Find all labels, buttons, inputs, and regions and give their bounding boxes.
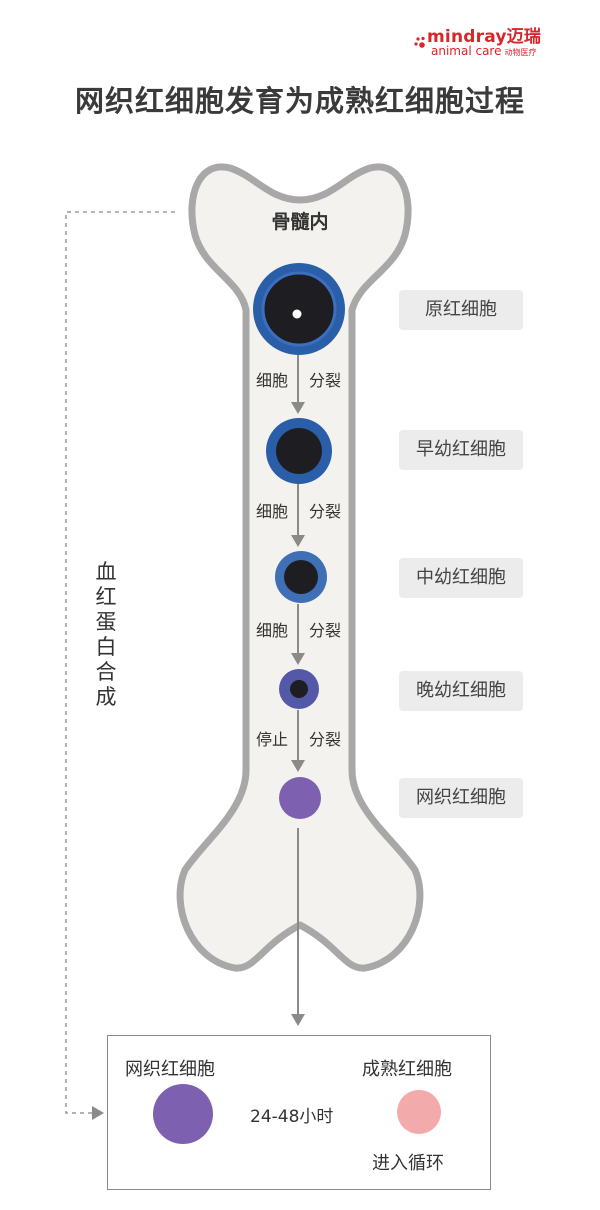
arrow-1 (291, 350, 305, 414)
circulation-box (107, 1035, 491, 1190)
box-mature-rbc-label: 成熟红细胞 (362, 1059, 452, 1080)
transition-4-right: 分裂 (309, 730, 342, 749)
box-mature-rbc-circle (397, 1090, 441, 1134)
cell-early-erythroblast (266, 418, 332, 484)
marrow-label: 骨髓内 (271, 211, 329, 233)
transition-3-left: 细胞 (256, 621, 289, 640)
dashed-arrowhead (92, 1106, 104, 1120)
transition-1-right: 分裂 (309, 371, 342, 390)
logo-paw-icon (414, 36, 425, 48)
stage-label-early-erythroblast: 早幼红细胞 (399, 430, 523, 470)
transition-2-left: 细胞 (256, 502, 289, 521)
logo-sub-en: animal care (431, 44, 502, 58)
page-title: 网织红细胞发育为成熟红细胞过程 (74, 84, 525, 118)
stage-label-reticulocyte: 网织红细胞 (399, 778, 523, 818)
stage-label-intermediate-erythroblast: 中幼红细胞 (399, 558, 523, 598)
cell-intermediate-erythroblast (275, 551, 327, 603)
hemoglobin-synthesis-label: 血红蛋白合成 (95, 560, 117, 709)
cell-proerythroblast (253, 263, 345, 355)
transition-4-left: 停止 (256, 730, 289, 749)
cell-late-erythroblast (279, 669, 319, 709)
arrow-3 (291, 604, 305, 665)
enter-circulation-label: 进入循环 (372, 1153, 444, 1174)
maturation-duration: 24-48小时 (250, 1107, 334, 1127)
arrow-5 (291, 828, 305, 1026)
box-reticulocyte-label: 网织红细胞 (125, 1059, 215, 1080)
stage-label-proerythroblast: 原红细胞 (399, 290, 523, 330)
transition-2-right: 分裂 (309, 502, 342, 521)
cell-reticulocyte (279, 777, 321, 819)
arrow-4 (291, 710, 305, 772)
logo-brand: mindray迈瑞 (427, 27, 542, 47)
logo-sub-cn: 动物医疗 (504, 48, 537, 57)
stage-label-late-erythroblast: 晚幼红细胞 (399, 671, 523, 711)
box-reticulocyte-circle (153, 1084, 213, 1144)
arrow-2 (291, 483, 305, 547)
transition-1-left: 细胞 (256, 371, 289, 390)
transition-3-right: 分裂 (309, 621, 342, 640)
